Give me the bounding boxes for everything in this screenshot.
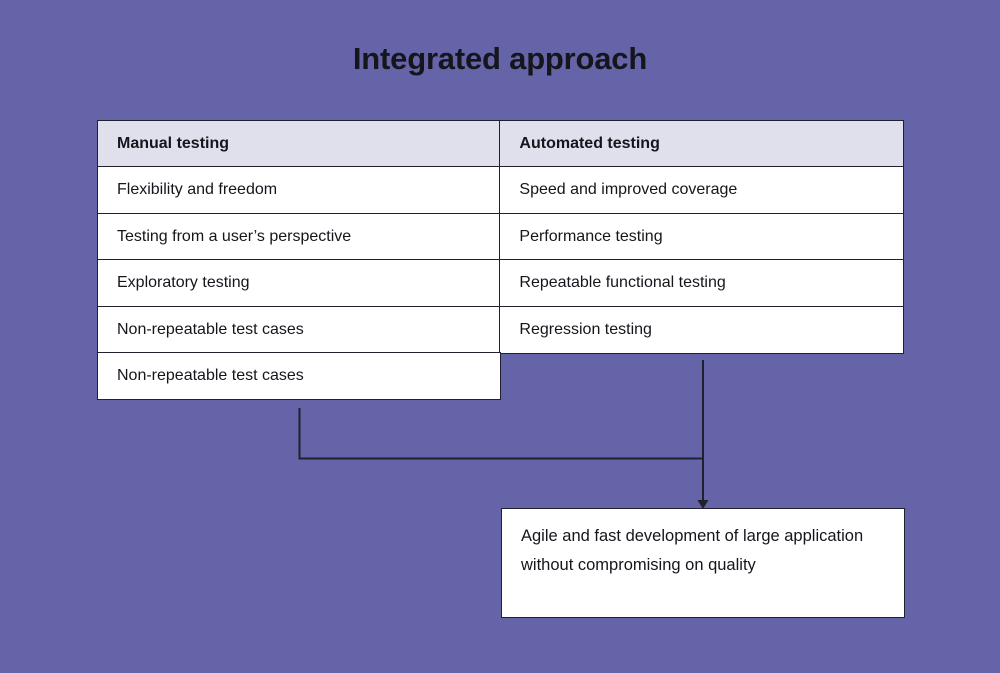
- cell-manual-3: Exploratory testing: [97, 259, 501, 308]
- cell-manual-1: Flexibility and freedom: [97, 166, 501, 215]
- table-row: Non-repeatable test cases Regression tes…: [97, 305, 905, 354]
- comparison-table: Manual testing Automated testing Flexibi…: [97, 120, 905, 401]
- table-header-row: Manual testing Automated testing: [97, 120, 905, 168]
- cell-automated-1: Speed and improved coverage: [499, 166, 905, 215]
- cell-automated-4: Regression testing: [499, 305, 905, 354]
- table-row: Testing from a user’s perspective Perfor…: [97, 212, 905, 261]
- page-title: Integrated approach: [352, 41, 648, 76]
- cell-manual-4: Non-repeatable test cases: [97, 305, 501, 354]
- table-row: Flexibility and freedom Speed and improv…: [97, 166, 905, 215]
- cell-manual-2: Testing from a user’s perspective: [97, 212, 501, 261]
- outcome-box: Agile and fast development of large appl…: [501, 508, 905, 618]
- table-row: Exploratory testing Repeatable functiona…: [97, 259, 905, 308]
- cell-automated-5-empty: [499, 352, 904, 400]
- cell-automated-3: Repeatable functional testing: [499, 259, 905, 308]
- cell-manual-5: Non-repeatable test cases: [97, 352, 501, 401]
- connector-left-branch: [298, 408, 703, 460]
- table-row: Non-repeatable test cases: [97, 352, 904, 401]
- column-header-automated-testing: Automated testing: [499, 120, 905, 168]
- column-header-manual-testing: Manual testing: [97, 120, 501, 168]
- cell-automated-2: Performance testing: [499, 212, 905, 261]
